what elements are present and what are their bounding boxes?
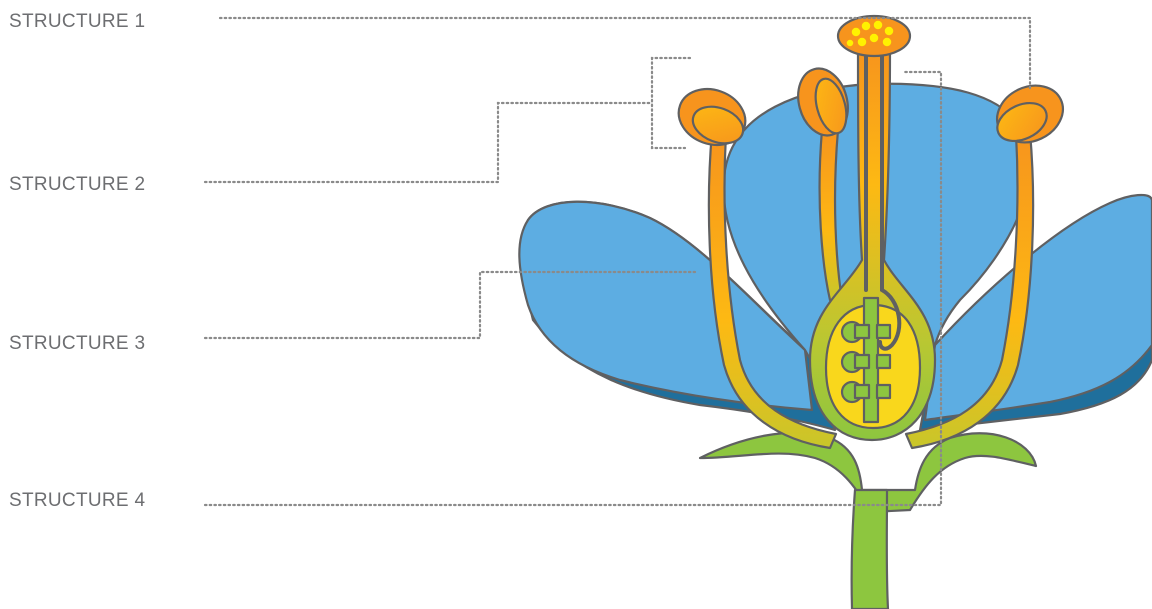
structure-2-label: STRUCTURE 2 [9, 174, 145, 196]
structure-3-label: STRUCTURE 3 [9, 333, 145, 355]
stem [852, 490, 888, 609]
ovules [842, 322, 890, 402]
structure-1-label: STRUCTURE 1 [9, 11, 145, 33]
structure-4-label: STRUCTURE 4 [9, 490, 145, 512]
leader-line-2 [205, 103, 652, 182]
